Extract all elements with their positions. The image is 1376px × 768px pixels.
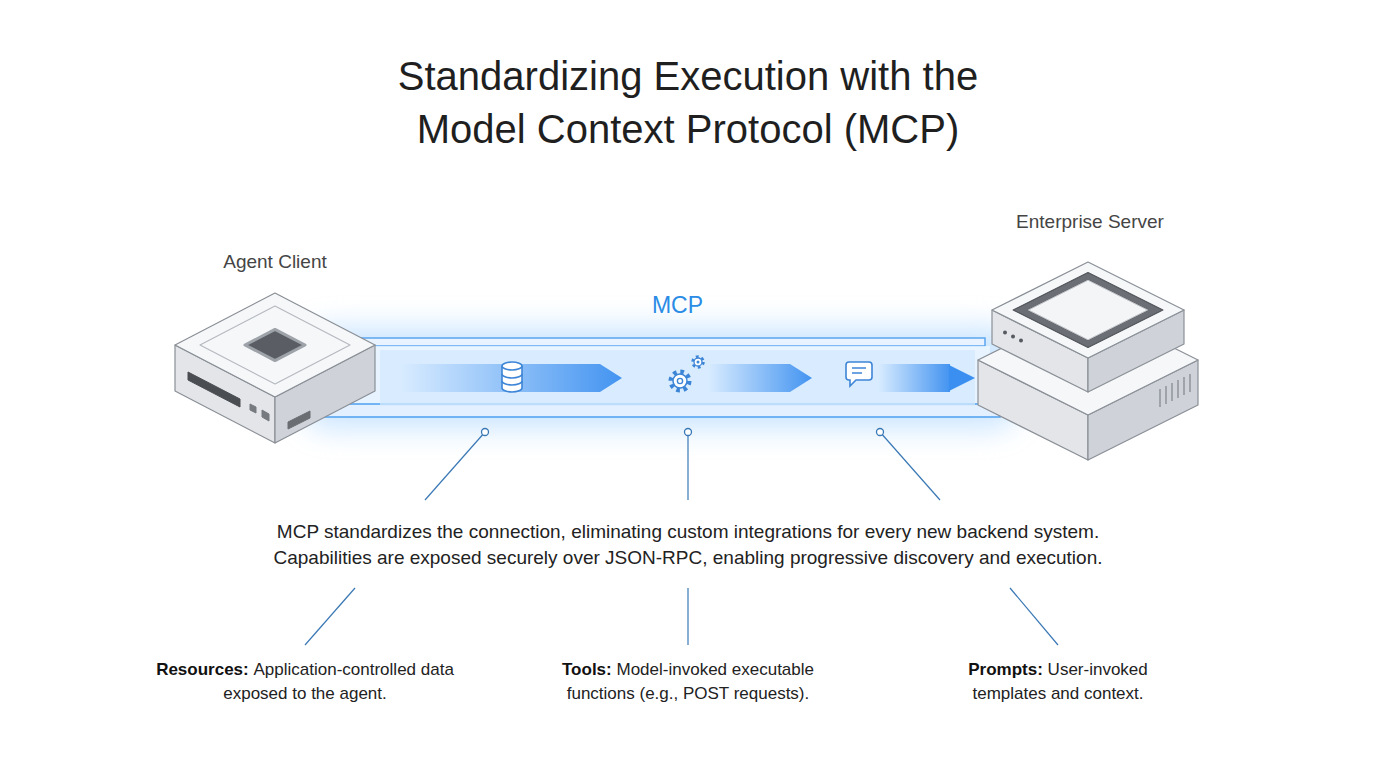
flow-arrow xyxy=(878,364,950,392)
database-top xyxy=(502,362,522,370)
band-glow xyxy=(300,326,1020,430)
device-label: Enterprise Server xyxy=(955,210,1225,234)
leader-dot xyxy=(482,429,489,436)
chat-lines xyxy=(852,368,866,373)
vent-line xyxy=(1189,374,1190,392)
device-illustration xyxy=(975,210,1205,462)
vent-line xyxy=(1159,389,1160,407)
description-text: Capabilities are exposed securely over J… xyxy=(273,547,1102,568)
device-top-inset xyxy=(200,306,350,384)
gear-teeth xyxy=(671,372,689,390)
leader-dot xyxy=(877,429,884,436)
band-surface xyxy=(325,346,990,404)
status-light xyxy=(1019,339,1023,343)
device-label: Agent Client xyxy=(150,250,400,274)
vent-line xyxy=(1171,383,1172,401)
caption-text: Application-controlled data exposed to t… xyxy=(223,660,454,703)
vent-line xyxy=(1183,377,1184,395)
device-slot xyxy=(188,372,240,407)
description-text: MCP standardizes the connection, elimina… xyxy=(277,521,1099,542)
server-device xyxy=(978,262,1198,460)
gear-body xyxy=(694,358,702,366)
database-icon xyxy=(502,362,522,392)
device-port xyxy=(262,410,269,421)
mcp-connector xyxy=(380,350,975,406)
device-chip xyxy=(245,329,305,360)
vent-line xyxy=(1177,380,1178,398)
caption-text: Tools: xyxy=(562,660,612,679)
leader-line xyxy=(425,432,485,500)
caption-text: Prompts: xyxy=(968,660,1043,679)
gear-hub xyxy=(677,378,682,383)
status-light xyxy=(1003,331,1007,335)
device-node: Enterprise Server xyxy=(975,210,1205,462)
chat-icon xyxy=(846,362,872,386)
band-back-rail xyxy=(330,338,985,346)
leader-line xyxy=(687,432,688,500)
capability-caption: Tools:Model-invoked executable functions… xyxy=(538,658,838,706)
chat-bubble xyxy=(846,362,872,386)
flow-arrow xyxy=(708,364,812,392)
server-top-panel xyxy=(1028,280,1147,340)
leader-dot xyxy=(685,429,692,436)
leader-line xyxy=(687,588,688,645)
status-light xyxy=(1011,335,1015,339)
capability-caption: Resources:Application-controlled data ex… xyxy=(155,658,455,706)
leader-line xyxy=(880,432,940,500)
device-illustration xyxy=(170,250,380,450)
description-line: Capabilities are exposed securely over J… xyxy=(188,546,1188,570)
capability-caption: Prompts:User-invoked templates and conte… xyxy=(953,658,1163,706)
description-line: MCP standardizes the connection, elimina… xyxy=(188,520,1188,544)
database-bands xyxy=(502,374,522,385)
device-node: Agent Client xyxy=(170,250,380,450)
device-port xyxy=(250,404,256,413)
leader-line xyxy=(1010,588,1058,645)
caption-text: Resources: xyxy=(156,660,249,679)
box-top-face xyxy=(992,262,1184,358)
server-top-frame xyxy=(1013,273,1163,348)
diagram-title: Standardizing Execution with the Model C… xyxy=(368,50,1008,156)
device-slot xyxy=(288,411,310,429)
gear-body xyxy=(673,374,687,388)
leader-dots xyxy=(482,429,884,436)
leader-line xyxy=(305,588,355,645)
connector-label: MCP xyxy=(652,291,703,319)
gears-icon xyxy=(671,357,703,390)
gear-hub xyxy=(697,361,700,364)
vent-line xyxy=(1165,386,1166,404)
gear-teeth xyxy=(693,357,703,367)
client-device xyxy=(175,293,375,443)
